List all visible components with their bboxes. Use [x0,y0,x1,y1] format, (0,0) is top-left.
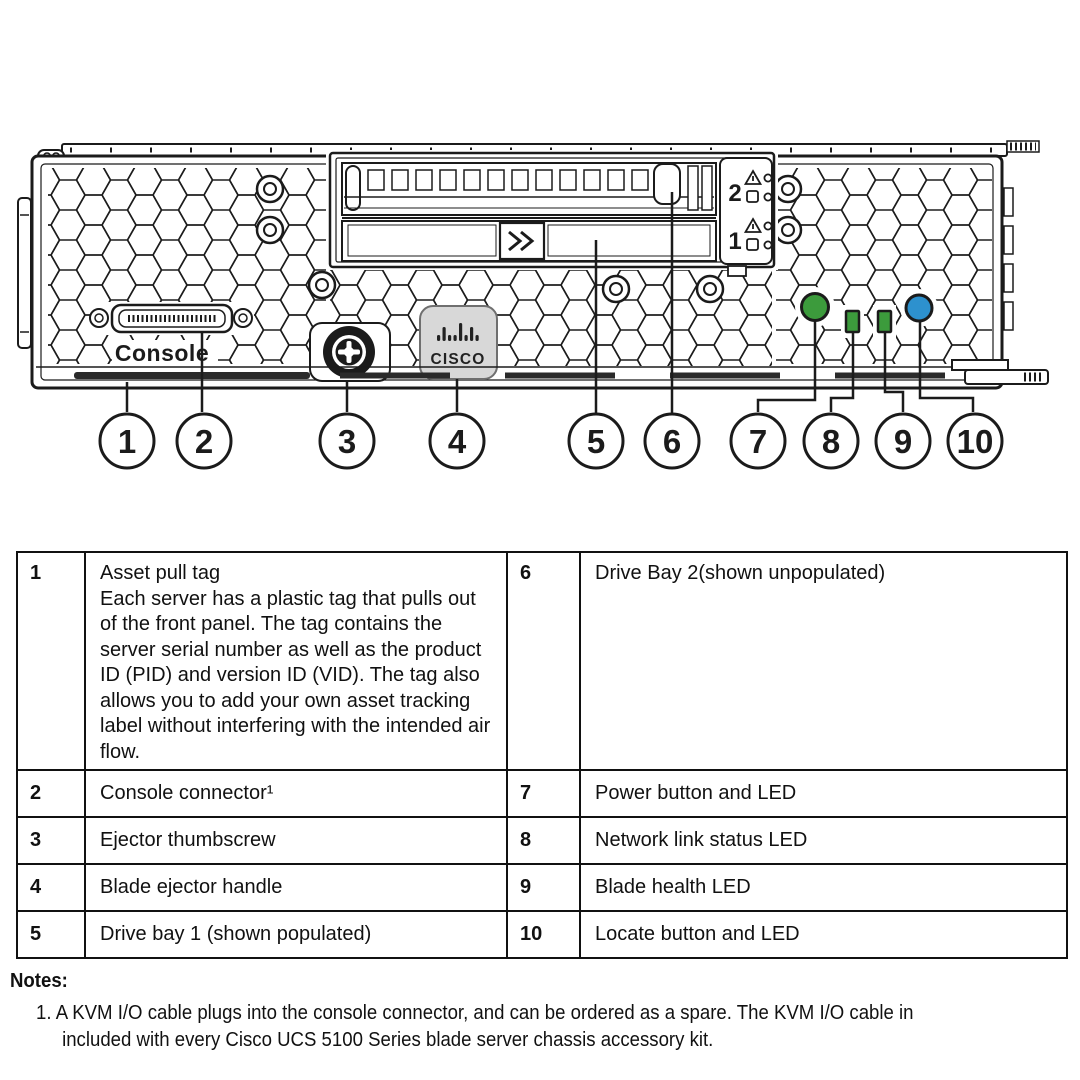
callout-1: 1 [98,412,156,470]
legend-desc-cell: Blade health LED [579,863,1068,912]
bay1-warning-icon [743,217,763,233]
legend-desc-cell: Asset pull tag Each server has a plastic… [84,551,508,771]
legend-num-cell: 10 [506,910,581,959]
callout-3: 3 [318,412,376,470]
locate-button-led [904,293,934,323]
legend-num-cell: 5 [16,910,86,959]
network-link-led [844,309,861,334]
ejector-thumbscrew [309,322,391,382]
bay2-warning-icon [743,169,763,185]
legend-num-cell: 2 [16,769,86,818]
blade-health-led [876,309,893,334]
legend-desc-cell: Ejector thumbscrew [84,816,508,865]
legend-desc-cell: Blade ejector handle [84,863,508,912]
asset-pull-tag [74,372,310,379]
legend-num-cell: 7 [506,769,581,818]
callout-10: 10 [946,412,1004,470]
cisco-logo-text: CISCO [430,351,485,368]
svg-text:4: 4 [448,423,467,460]
note-text: A KVM I/O cable plugs into the console c… [55,1002,914,1051]
callout-7: 7 [729,412,787,470]
ejector-handle [951,359,1049,385]
bay1-number-label: 1 [728,228,741,255]
legend-row-2-7: 2 Console connector¹ 7 Power button and … [16,769,1068,818]
legend-num-cell: 4 [16,863,86,912]
drive-bay-2 [341,162,717,216]
phillips-screw-icon [338,341,360,363]
legend-num-cell: 1 [16,551,86,771]
legend-row-3-8: 3 Ejector thumbscrew 8 Network link stat… [16,816,1068,865]
leader-7 [756,321,817,412]
legend-desc-cell: Drive bay 1 (shown populated) [84,910,508,959]
legend-num-cell: 3 [16,816,86,865]
legend-row-5-10: 5 Drive bay 1 (shown populated) 10 Locat… [16,910,1068,959]
callout-6: 6 [643,412,701,470]
bay2-drive-icon [746,190,759,203]
legend-desc-cell: Console connector¹ [84,769,508,818]
front-panel-leds [795,287,938,338]
bay-label-panel: 2 1 [719,157,773,277]
legend-desc-cell: Locate button and LED [579,910,1068,959]
legend-desc-cell: Power button and LED [579,769,1068,818]
leader-8 [829,333,855,412]
asset-pull-tag-description: Each server has a plastic tag that pulls… [100,587,491,763]
leader-9 [883,333,905,412]
svg-text:10: 10 [957,423,994,460]
callout-8: 8 [802,412,860,470]
svg-text:7: 7 [749,423,767,460]
callout-9: 9 [874,412,932,470]
leader-10 [918,322,975,412]
notes: Notes: 1. A KVM I/O cable plugs into the… [10,970,968,1054]
left-edge-tab [17,197,32,349]
hex-mesh [48,168,992,366]
console-connector: Console [89,302,254,368]
legend-row-4-9: 4 Blade ejector handle 9 Blade health LE… [16,863,1068,912]
legend-desc-cell: Drive Bay 2(shown unpopulated) [579,551,1068,771]
callouts: 1 2 3 4 5 6 7 8 9 10 [98,412,1004,470]
legend-num-cell: 9 [506,863,581,912]
note-item: 1. A KVM I/O cable plugs into the consol… [10,1000,983,1054]
svg-text:8: 8 [822,423,840,460]
drive-module: 2 1 [326,150,778,277]
legend-desc-cell: Network link status LED [579,816,1068,865]
svg-text:1: 1 [118,423,136,460]
right-edge-rail [1003,187,1014,331]
notes-title: Notes: [10,970,68,992]
cisco-badge: CISCO [419,305,498,380]
svg-text:9: 9 [894,423,912,460]
legend-num-cell: 8 [506,816,581,865]
cisco-logo-icon [437,323,479,341]
power-button-led [800,292,830,322]
callout-5: 5 [567,412,625,470]
leader-lines [125,192,975,413]
callout-4: 4 [428,412,486,470]
bottom-band [36,366,1000,379]
svg-text:5: 5 [587,423,605,460]
legend-num-cell: 6 [506,551,581,771]
bay1-latch [498,221,546,261]
bay1-drive-icon [746,238,759,251]
svg-text:6: 6 [663,423,681,460]
asset-pull-tag-title: Asset pull tag [100,562,221,584]
bay2-latch [653,163,681,205]
server-front-panel-diagram: 2 1 Console [17,140,1049,470]
svg-text:2: 2 [195,423,213,460]
bay2-number-label: 2 [728,180,741,207]
svg-text:3: 3 [338,423,356,460]
standoffs [255,174,803,304]
console-label: Console [115,340,209,366]
note-number: 1. [36,1002,52,1024]
callout-2: 2 [175,412,233,470]
drive-bay-1 [341,217,717,262]
legend-table: 1 Asset pull tag Each server has a plast… [16,551,1068,959]
legend-row-1-6: 1 Asset pull tag Each server has a plast… [16,551,1068,771]
